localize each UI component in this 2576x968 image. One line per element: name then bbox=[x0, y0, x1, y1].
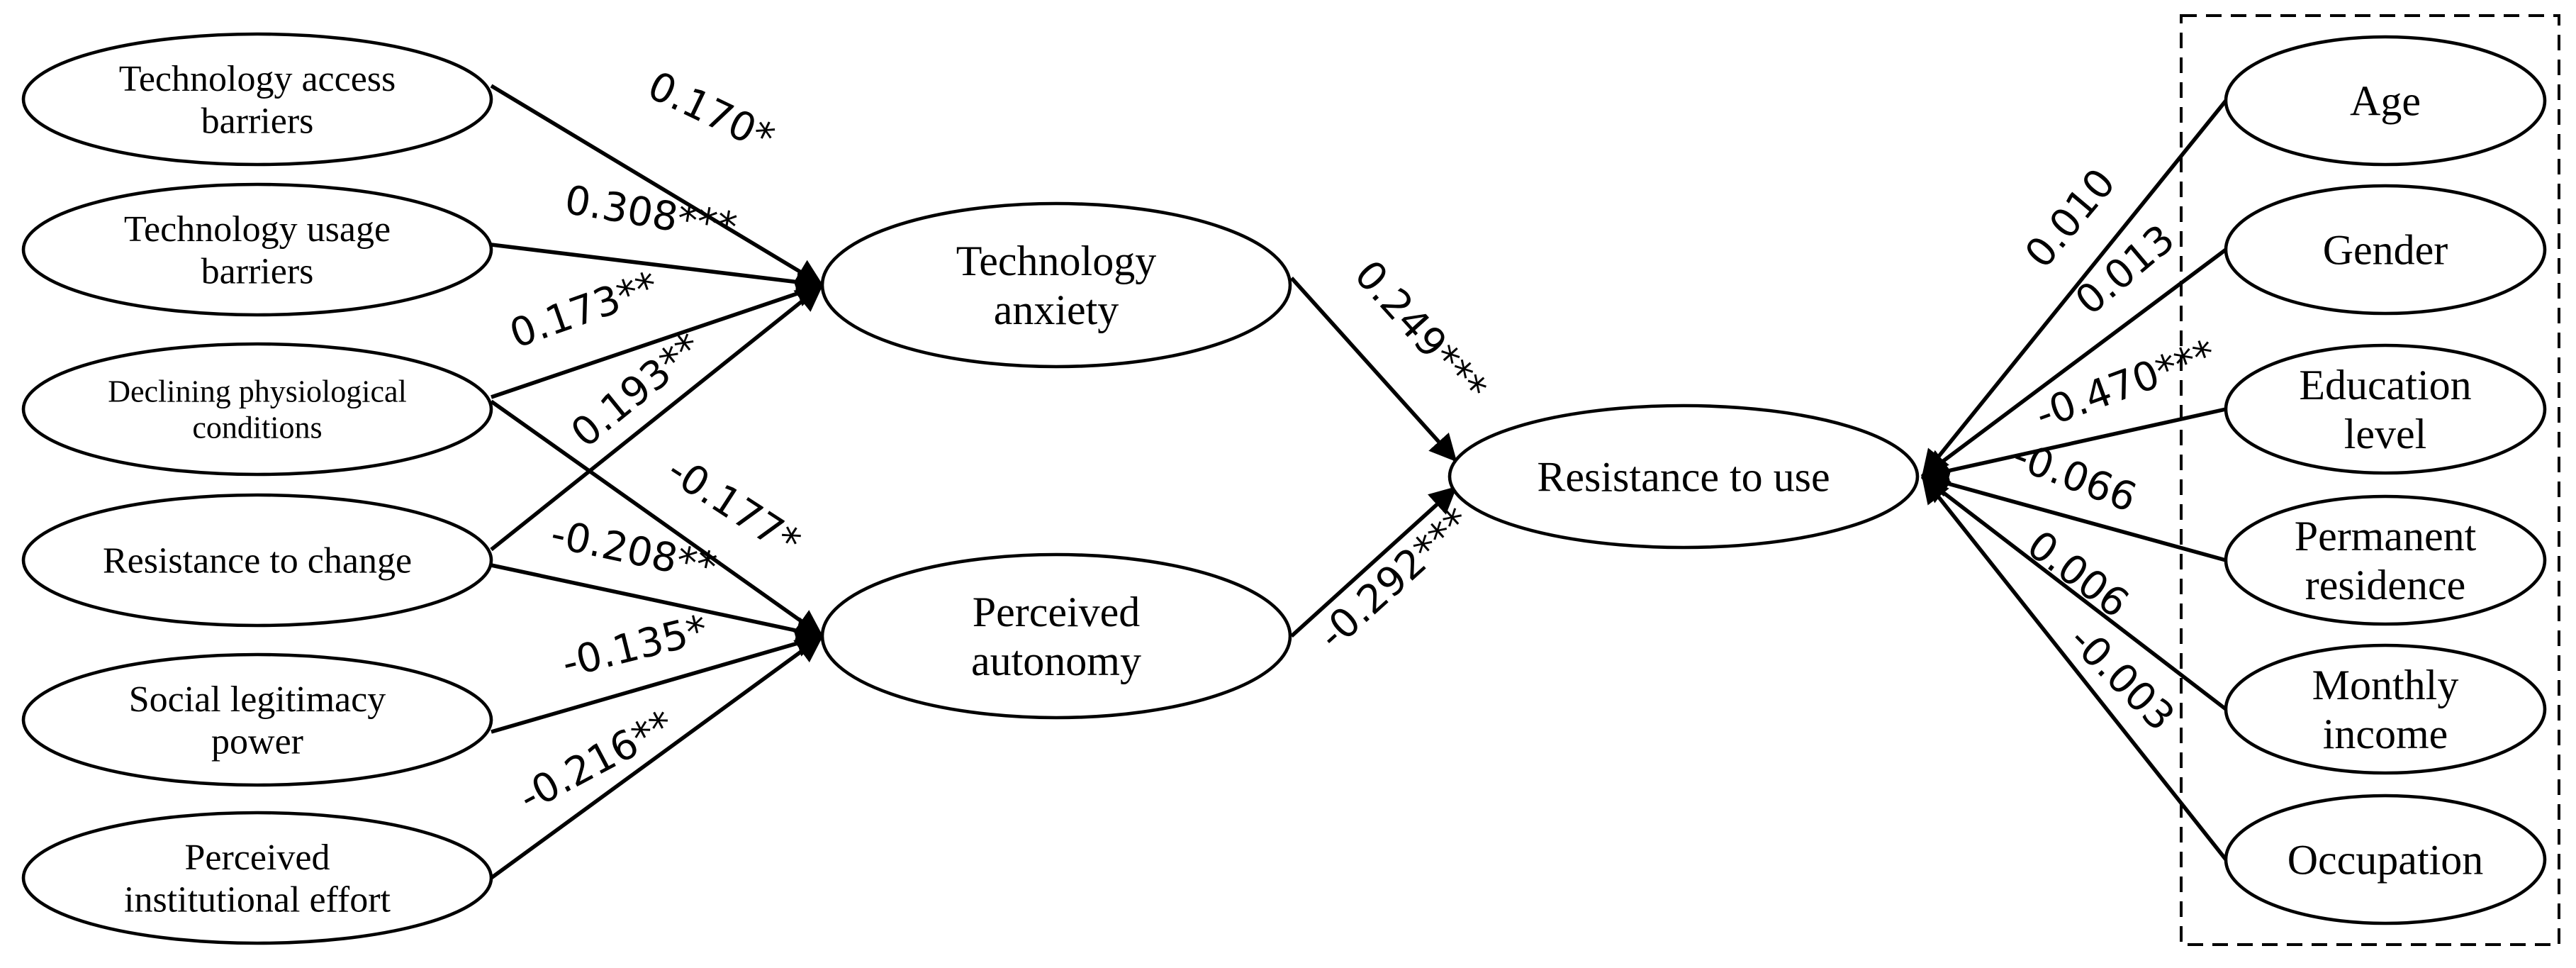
node-label: autonomy bbox=[971, 638, 1141, 684]
node-label: Age bbox=[2350, 77, 2421, 124]
node-label: Technology access bbox=[119, 59, 396, 99]
node-shape bbox=[820, 552, 1292, 720]
node-label: level bbox=[2344, 411, 2427, 457]
node-resistance-use: Resistance to use bbox=[1447, 404, 1920, 550]
coefficient-occupation-to-resistance_use: -0.003 bbox=[2060, 617, 2183, 740]
node-shape bbox=[2224, 35, 2547, 167]
path-arrow-declining_physio-to-technology_anxiety bbox=[491, 280, 824, 399]
node-label: Social legitimacy bbox=[129, 679, 386, 720]
node-gender: Gender bbox=[2224, 184, 2547, 316]
node-shape bbox=[1447, 404, 1920, 550]
node-label: power bbox=[211, 722, 303, 762]
node-label: Resistance to change bbox=[103, 541, 412, 582]
path-arrow-age-to-resistance_use bbox=[1920, 99, 2228, 478]
node-label: barriers bbox=[201, 252, 314, 292]
coefficient-technology_anxiety-to-resistance_use: 0.249*** bbox=[1345, 252, 1496, 411]
node-label: anxiety bbox=[994, 286, 1119, 333]
node-shape bbox=[21, 652, 493, 787]
node-shape bbox=[2224, 494, 2547, 626]
coefficient-declining_physio-to-technology_anxiety: 0.173** bbox=[504, 263, 664, 357]
path-arrow-education-to-resistance_use bbox=[1921, 407, 2227, 484]
control-variables-box bbox=[2180, 14, 2560, 946]
path-arrow-occupation-to-resistance_use bbox=[1920, 475, 2228, 861]
path-arrow-technology_anxiety-to-resistance_use bbox=[1289, 277, 1458, 462]
node-label: conditions bbox=[192, 410, 322, 445]
node-label: Monthly bbox=[2312, 662, 2459, 708]
coefficients-layer: 0.170*0.308***0.173**0.193**-0.177*-0.20… bbox=[504, 62, 2222, 820]
node-shape bbox=[21, 342, 493, 477]
node-shape bbox=[820, 201, 1292, 369]
node-label: income bbox=[2323, 711, 2448, 757]
node-label: Technology usage bbox=[124, 209, 391, 250]
path-arrow-tech_access_barriers-to-technology_anxiety bbox=[490, 84, 824, 287]
node-age: Age bbox=[2224, 35, 2547, 167]
node-label: Technology bbox=[956, 238, 1156, 284]
node-shape bbox=[21, 182, 493, 317]
node-label: institutional effort bbox=[124, 880, 391, 920]
path-arrow-tech_usage_barriers-to-technology_anxiety bbox=[491, 243, 824, 296]
node-label: Perceived bbox=[184, 838, 330, 878]
node-shape bbox=[2224, 343, 2547, 475]
node-label: Education bbox=[2299, 362, 2471, 408]
node-shape bbox=[21, 493, 493, 628]
coefficient-education-to-resistance_use: -0.470*** bbox=[2029, 331, 2222, 439]
node-label: Permanent bbox=[2295, 513, 2477, 560]
coefficient-resistance_change-to-perceived_autonomy: -0.208** bbox=[547, 511, 720, 591]
node-shape bbox=[21, 32, 493, 167]
node-label: Resistance to use bbox=[1537, 453, 1830, 500]
coefficient-residence-to-resistance_use: -0.066 bbox=[2007, 433, 2143, 521]
path-arrow-declining_physio-to-perceived_autonomy bbox=[490, 399, 824, 638]
node-label: Gender bbox=[2323, 226, 2448, 273]
node-label: residence bbox=[2305, 562, 2466, 608]
path-arrow-resistance_change-to-perceived_autonomy bbox=[491, 563, 824, 645]
path-arrow-income-to-resistance_use bbox=[1921, 474, 2227, 711]
node-shape bbox=[21, 811, 493, 945]
node-shape bbox=[2224, 643, 2547, 775]
node-occupation: Occupation bbox=[2224, 794, 2547, 925]
coefficient-perceived_autonomy-to-resistance_use: -0.292*** bbox=[1310, 499, 1480, 659]
node-label: Declining physiological bbox=[108, 374, 407, 409]
path-arrow-gender-to-resistance_use bbox=[1921, 247, 2227, 479]
node-shape bbox=[2224, 794, 2547, 925]
path-arrow-residence-to-resistance_use bbox=[1921, 470, 2227, 562]
node-label: Occupation bbox=[2287, 836, 2484, 883]
path-arrow-perceived_autonomy-to-resistance_use bbox=[1290, 485, 1457, 638]
coefficient-tech_access_barriers-to-technology_anxiety: 0.170* bbox=[641, 62, 781, 162]
node-shape bbox=[2224, 184, 2547, 316]
paths-layer bbox=[490, 84, 2228, 880]
path-arrow-institutional_effort-to-perceived_autonomy bbox=[490, 634, 824, 880]
path-arrow-social_legitimacy-to-perceived_autonomy bbox=[491, 630, 824, 734]
path-arrow-resistance_change-to-technology_anxiety bbox=[490, 283, 824, 552]
node-label: Perceived bbox=[973, 589, 1141, 635]
node-label: barriers bbox=[201, 101, 314, 142]
coefficient-tech_usage_barriers-to-technology_anxiety: 0.308*** bbox=[561, 177, 740, 251]
node-resistance-change: Resistance to change bbox=[21, 493, 493, 628]
coefficient-income-to-resistance_use: 0.006 bbox=[2019, 522, 2137, 627]
